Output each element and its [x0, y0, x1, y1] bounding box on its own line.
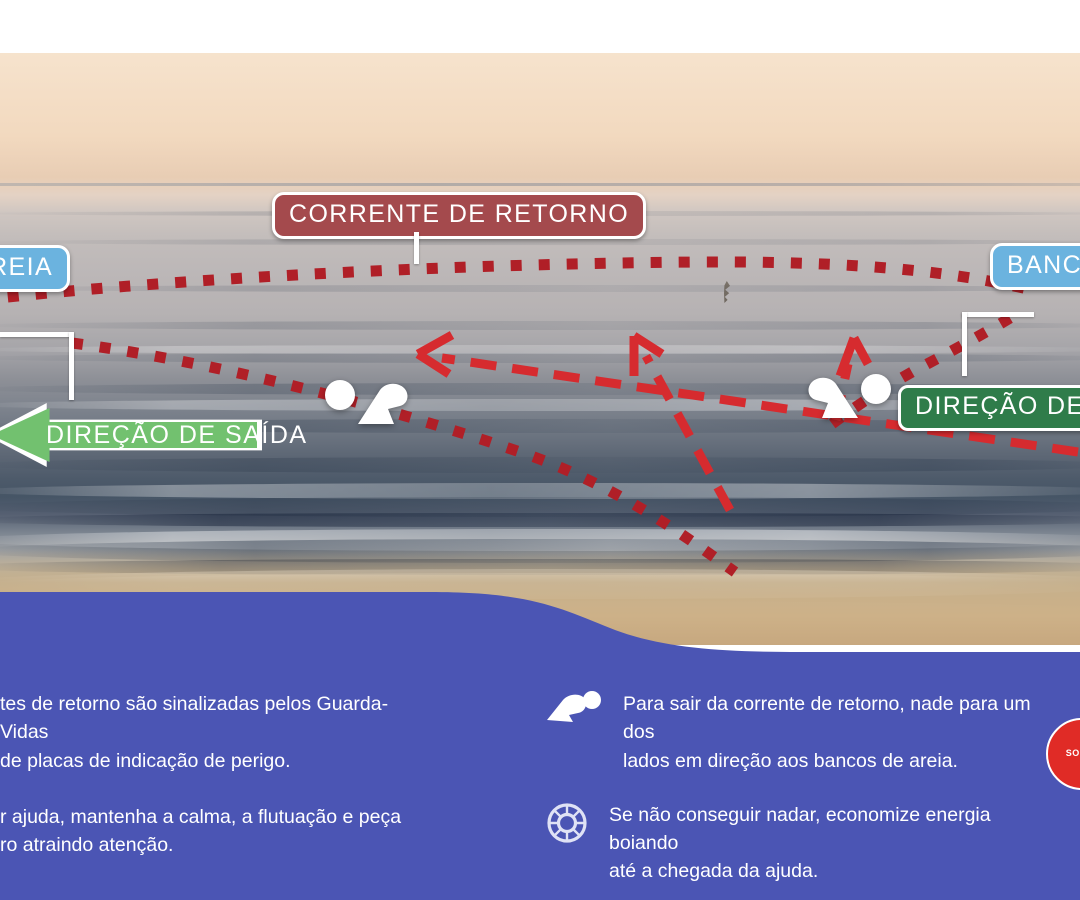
- swimmer-icon-right: [808, 374, 891, 418]
- bullet-line: até a chegada da ajuda.: [609, 860, 819, 883]
- leader-line-sandbar-right-drop: [962, 312, 967, 376]
- leader-line-sandbar-left-drop: [69, 332, 74, 400]
- horizon-line: [0, 183, 1080, 186]
- label-text: DIREÇÃO DE S: [915, 392, 1080, 420]
- exit-direction-arrow-left[interactable]: DIREÇÃO DE SAÍDA: [0, 403, 308, 467]
- paragraph-line: de placas de indicação de perigo.: [0, 749, 291, 772]
- info-column-left: tes de retorno são sinalizadas pelos Gua…: [0, 654, 535, 856]
- label-banco-de-areia-right[interactable]: BANCO: [990, 243, 1080, 290]
- bullet-line: Para sair da corrente de retorno, nade p…: [623, 693, 1031, 744]
- info-column-right: Para sair da corrente de retorno, nade p…: [535, 654, 1080, 882]
- leader-line-sandbar-right: [962, 312, 1034, 317]
- info-paragraph-2: r ajuda, mantenha a calma, a flutuação e…: [0, 803, 430, 860]
- paragraph-line: ro atraindo atenção.: [0, 834, 174, 857]
- info-bullet-text: Para sair da corrente de retorno, nade p…: [623, 690, 1053, 775]
- paragraph-line: tes de retorno são sinalizadas pelos Gua…: [0, 693, 389, 744]
- beach-photo: [0, 53, 1080, 645]
- sea-streak: [0, 353, 1080, 363]
- label-text: CORRENTE DE RETORNO: [289, 200, 630, 228]
- bullet-line: lados em direção aos bancos de areia.: [623, 749, 958, 772]
- label-text: AREIA: [0, 253, 54, 281]
- wave-shadow: [0, 513, 1080, 527]
- wet-sand: [0, 549, 1080, 645]
- swimmer-icon-glyph: [547, 691, 601, 722]
- stamp-label: SOS: [1065, 748, 1080, 759]
- info-panel: tes de retorno são sinalizadas pelos Gua…: [0, 654, 1080, 882]
- sea-streak: [0, 321, 1080, 330]
- label-corrente-de-retorno[interactable]: CORRENTE DE RETORNO: [272, 192, 647, 239]
- sea-streak: [0, 239, 1080, 245]
- exit-direction-label-left: DIREÇÃO DE SAÍDA: [46, 420, 308, 449]
- leader-line-sandbar-left: [0, 332, 74, 337]
- label-text: BANCO: [1007, 251, 1080, 279]
- info-paragraph-1: tes de retorno são sinalizadas pelos Gua…: [0, 690, 430, 775]
- info-bullet-text: Se não conseguir nadar, economize energi…: [609, 801, 1039, 886]
- leader-line-rip-current: [414, 232, 419, 264]
- info-bullet-float-and-wait: Se não conseguir nadar, economize energi…: [545, 801, 1054, 886]
- life-ring-icon: [545, 801, 591, 843]
- foam-band: [0, 345, 1080, 354]
- swimmer-icon-left: [325, 380, 408, 424]
- paragraph-line: r ajuda, mantenha a calma, a flutuação e…: [0, 805, 402, 828]
- swimmer-icon: [545, 690, 605, 732]
- life-ring-icon-glyph: [547, 803, 587, 843]
- exit-direction-label-right[interactable]: DIREÇÃO DE S: [898, 385, 1080, 431]
- sea-streak: [0, 285, 1080, 292]
- bullet-line: Se não conseguir nadar, economize energi…: [609, 803, 991, 855]
- info-bullet-swim-sideways: Para sair da corrente de retorno, nade p…: [545, 690, 1054, 775]
- label-banco-de-areia-left[interactable]: AREIA: [0, 245, 71, 292]
